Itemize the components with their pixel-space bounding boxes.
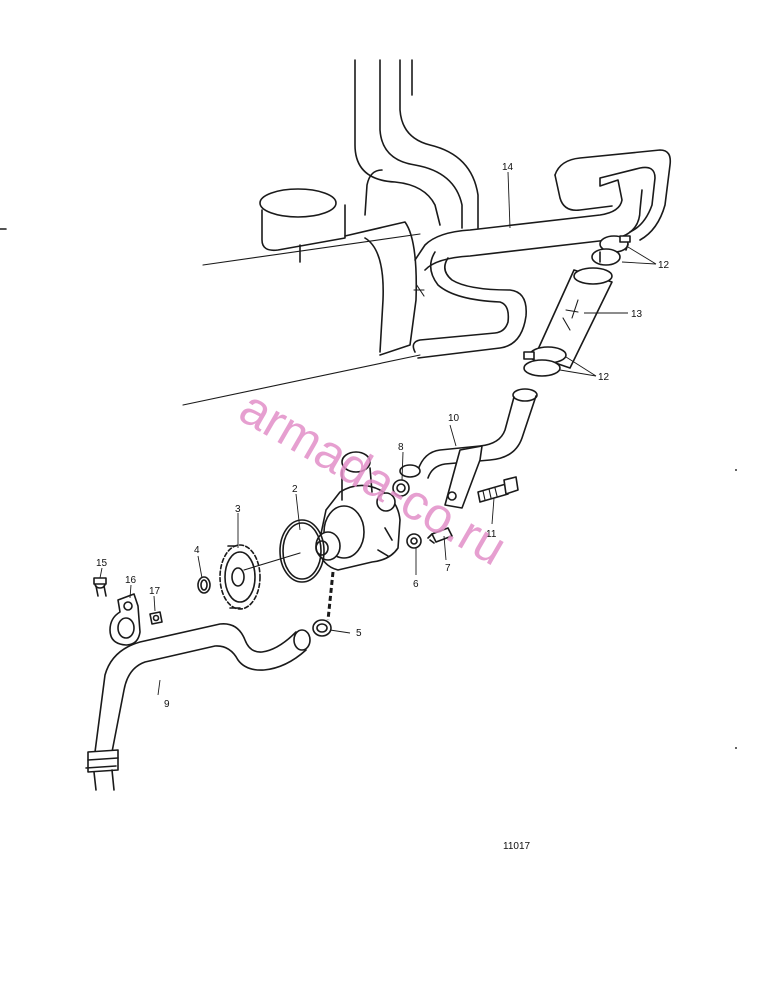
seal-5: [312, 619, 332, 637]
margin-dot: [735, 747, 737, 749]
margin-dot: [735, 469, 737, 471]
hose-clamp-lower: [523, 346, 567, 377]
callout-3: 3: [235, 504, 241, 515]
gear-3: [219, 544, 301, 610]
pipe-14: [412, 149, 672, 359]
hose-clamp-upper: [591, 235, 631, 266]
callout-9: 9: [164, 699, 170, 710]
pipe-10: [399, 388, 538, 509]
callout-13: 13: [631, 309, 643, 320]
callout-12-upper: 12: [658, 260, 670, 271]
circlip-4: [197, 576, 211, 594]
nut-17: [149, 611, 163, 625]
callout-11: 11: [486, 529, 497, 540]
engine-block-outline: [182, 188, 425, 406]
washer-8: [392, 479, 410, 497]
dashed-connection: [326, 571, 335, 621]
bolt-11: [477, 476, 519, 503]
callout-8: 8: [398, 442, 404, 453]
callout-15: 15: [96, 558, 108, 569]
o-ring-2: [279, 519, 325, 583]
callout-10: 10: [448, 413, 460, 424]
callout-14: 14: [502, 162, 514, 173]
callout-17: 17: [149, 586, 161, 597]
figure-number: 11017: [503, 841, 531, 852]
bolt-15: [93, 577, 107, 597]
callout-5: 5: [356, 628, 362, 639]
pipe-9: [85, 623, 311, 791]
washer-6: [406, 533, 422, 549]
callout-2: 2: [292, 484, 298, 495]
bolt-7: [427, 527, 453, 544]
callout-6: 6: [413, 579, 419, 590]
hose-13: [534, 267, 613, 369]
callout-7: 7: [445, 563, 451, 574]
upper-bent-pipes: [354, 59, 479, 229]
callout-labels: 2 3 4 5 6 7 8 9 10 11 12 12 13 14 15 16 …: [96, 162, 670, 710]
callout-12-lower: 12: [598, 372, 610, 383]
clamp-16: [109, 593, 141, 646]
leader-lines: [99, 171, 657, 696]
callout-16: 16: [125, 575, 137, 586]
callout-4: 4: [194, 545, 200, 556]
